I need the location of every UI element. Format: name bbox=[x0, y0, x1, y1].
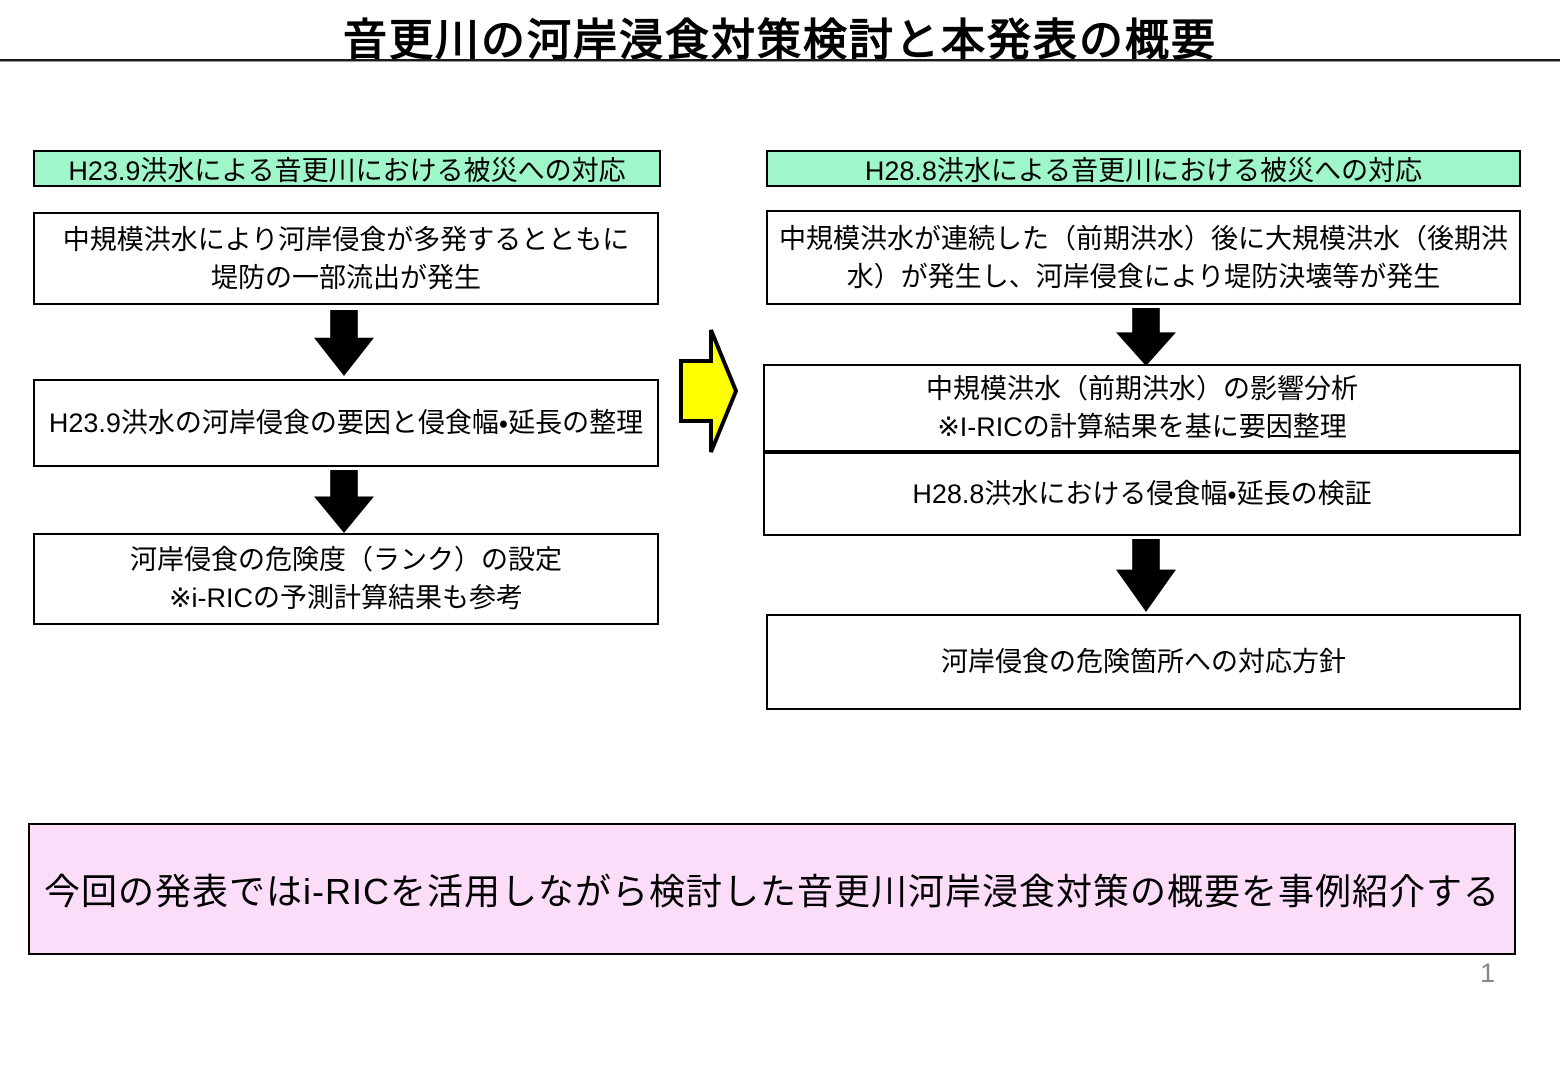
down-arrow-icon bbox=[1116, 308, 1176, 366]
down-arrow-icon bbox=[314, 470, 374, 533]
right-flow-box-1: 中規模洪水が連続した（前期洪水）後に大規模洪水（後期洪水）が発生し、河岸侵食によ… bbox=[766, 210, 1521, 305]
right-flow-box-2-bottom: H28.8洪水における侵食幅・延長の検証 bbox=[763, 452, 1521, 536]
page-number: 1 bbox=[1480, 958, 1496, 988]
left-flow-header: H23.9洪水による音更川における被災への対応 bbox=[33, 150, 661, 187]
left-flow-box-3: 河岸侵食の危険度（ランク）の設定 ※i-RICの予測計算結果も参考 bbox=[33, 533, 659, 625]
right-flow-box-3: 河岸侵食の危険箇所への対応方針 bbox=[766, 614, 1521, 710]
slide-title: 音更川の河岸浸食対策検討と本発表の概要 bbox=[343, 16, 1217, 65]
left-flow-box-1: 中規模洪水により河岸侵食が多発するとともに 堤防の一部流出が発生 bbox=[33, 212, 659, 305]
summary-box: 今回の発表ではi-RICを活用しながら検討した音更川河岸浸食対策の概要を事例紹介… bbox=[28, 823, 1516, 955]
title-underline bbox=[0, 59, 1560, 62]
summary-text: 今回の発表ではi-RICを活用しながら検討した音更川河岸浸食対策の概要を事例紹介… bbox=[44, 871, 1500, 912]
left-flow-box-2: H23.9洪水の河岸侵食の要因と侵食幅・延長の整理 bbox=[33, 379, 659, 467]
right-flow-header: H28.8洪水による音更川における被災への対応 bbox=[766, 150, 1521, 187]
down-arrow-icon bbox=[1116, 539, 1176, 612]
yellow-right-arrow-icon bbox=[679, 329, 739, 453]
down-arrow-icon bbox=[314, 310, 374, 376]
right-flow-box-2-top: 中規模洪水（前期洪水）の影響分析 ※I-RICの計算結果を基に要因整理 bbox=[763, 364, 1521, 452]
